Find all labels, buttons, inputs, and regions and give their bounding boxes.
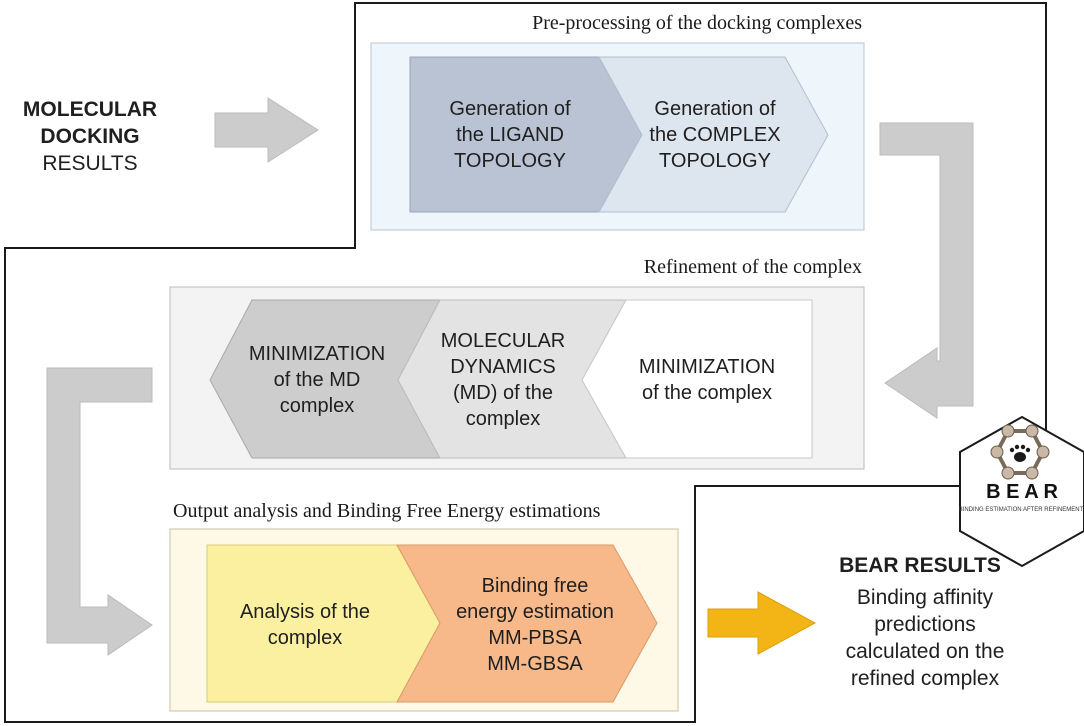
molecular-docking-results-label: MOLECULAR DOCKING RESULTS [20, 90, 160, 182]
complex-minimization-label: MINIMIZATION of the complex [638, 356, 776, 404]
analysis-label: Analysis of the complex [239, 601, 371, 649]
ligand-topology-label: Generation of the LIGAND TOPOLOGY [449, 98, 571, 172]
analysis-title: Output analysis and Binding Free Energy … [173, 500, 601, 522]
molecular-dynamics-label: MOLECULAR DYNAMICS (MD) of the complex [440, 330, 566, 430]
paw-icon [1009, 444, 1031, 462]
flow-arrow-to-refinement [879, 122, 974, 419]
flow-arrow-to-analysis [46, 367, 153, 656]
bear-logo [959, 415, 1084, 568]
complex-topology-chevron [598, 56, 829, 213]
complex-topology-label: Generation of the COMPLEX TOPOLOGY [649, 98, 781, 172]
bear-logo-name: B E A R [986, 480, 1058, 503]
input-arrow [214, 97, 319, 163]
bear-results-title: BEAR RESULTS [839, 553, 1001, 577]
binding-energy-chevron [396, 544, 658, 703]
bear-logo-tagline: BINDING ESTIMATION AFTER REFINEMENT [958, 507, 1084, 513]
complex-minimization-chevron [581, 299, 813, 459]
molecule-icon [990, 424, 1050, 480]
binding-energy-label: Binding free energy estimation MM-PBSA M… [456, 575, 614, 675]
preprocessing-title: Pre-processing of the docking complexes [532, 12, 862, 34]
input-line-1: MOLECULAR [22, 97, 158, 121]
bear-results-description: Binding affinity predictions calculated … [845, 586, 1005, 690]
input-line-2: DOCKING [40, 124, 140, 148]
result-arrow [707, 591, 817, 655]
refinement-title: Refinement of the complex [643, 256, 862, 278]
md-complex-minimization-label: MINIMIZATION of the MD complex [248, 343, 386, 417]
workflow-boundary [4, 2, 1047, 723]
input-line-3: RESULTS [42, 151, 138, 175]
